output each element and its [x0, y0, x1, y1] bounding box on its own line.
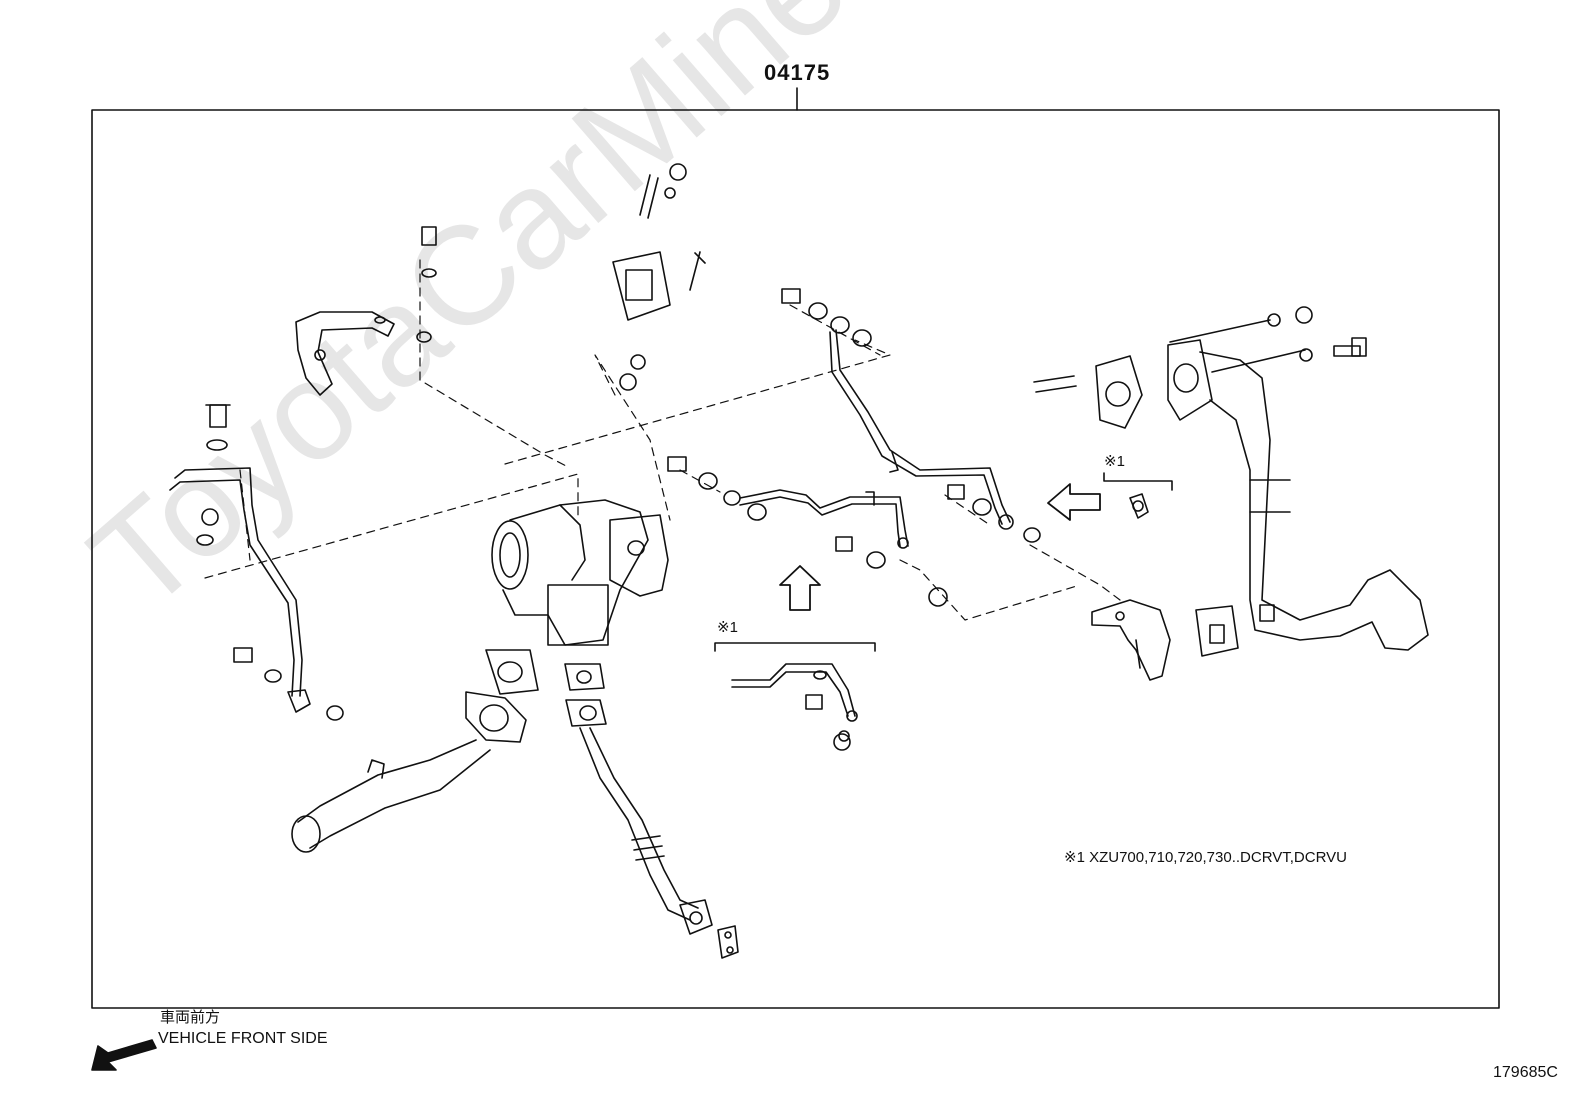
variant-parts-left	[714, 642, 876, 751]
bracket-pipe-upper-left	[295, 226, 437, 396]
gasket-and-pipe-lower	[291, 649, 605, 853]
variant-parts-right	[1103, 472, 1173, 519]
direction-label-en: VEHICLE FRONT SIDE	[158, 1030, 328, 1047]
turbocharger	[491, 499, 669, 646]
oil-pipe-left-assembly	[169, 404, 344, 721]
feed-pipe-upper-right	[781, 288, 1014, 530]
banjo-bolts-right	[835, 484, 1041, 607]
assembly-number: 04175	[764, 60, 831, 85]
vehicle-front-arrow-icon	[91, 1039, 157, 1071]
oil-drain-pipe	[565, 699, 739, 959]
bracket-right	[1091, 599, 1171, 681]
exhaust-pipe-right	[1033, 306, 1429, 657]
assembly-frame	[91, 109, 1500, 1009]
variant-note: ※1 XZU700,710,720,730..DCRVT,DCRVU	[1064, 849, 1347, 866]
assembly-arrows	[779, 483, 1101, 611]
variant-mark-right: ※1	[1104, 453, 1125, 470]
variant-mark-left: ※1	[717, 619, 738, 636]
center-oil-pipe	[667, 456, 909, 549]
direction-label-jp: 車両前方	[160, 1009, 221, 1026]
assembly-guide-lines	[204, 259, 1121, 621]
illustration-number: 179685C	[1493, 1064, 1558, 1081]
turbine-flange-studs	[612, 163, 706, 391]
